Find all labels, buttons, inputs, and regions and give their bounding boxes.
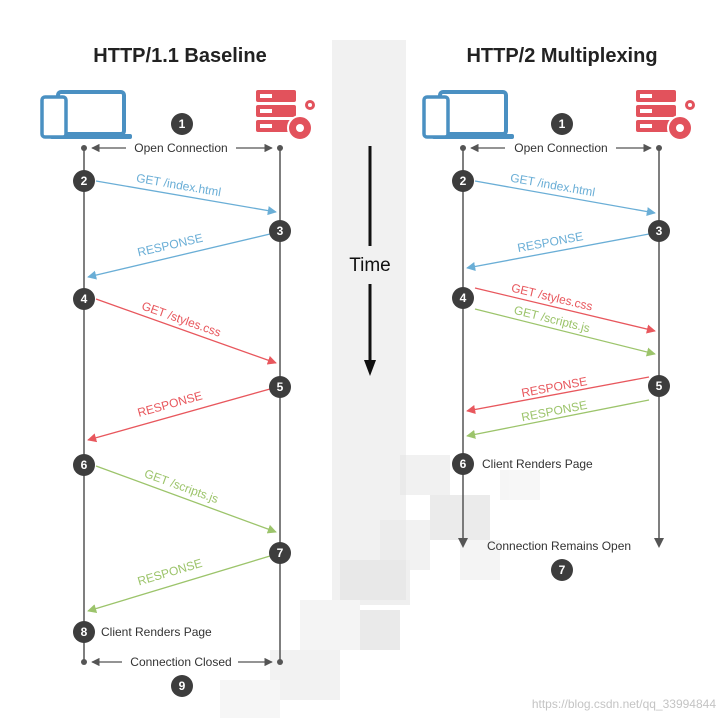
blur-patch (220, 455, 540, 718)
step-marker: 6 (452, 453, 474, 475)
response-arrow (466, 399, 650, 439)
response-arrow (87, 388, 271, 443)
step-marker: 3 (648, 220, 670, 242)
lifeline-dot (277, 145, 283, 151)
step-number: 7 (277, 546, 284, 560)
client-renders-label: Client Renders Page (101, 625, 212, 639)
request-arrow (95, 298, 277, 365)
lifeline-arrow-head (458, 538, 468, 548)
devices-icon (40, 90, 132, 139)
response-arrow (466, 376, 650, 414)
response-arrow (466, 233, 650, 271)
message-label: RESPONSE (136, 556, 204, 588)
request-arrow (474, 308, 656, 357)
open-connection-label: Open Connection (514, 141, 607, 155)
step-number: 2 (81, 174, 88, 188)
step-marker: 4 (73, 288, 95, 310)
lifeline-arrow-head (654, 538, 664, 548)
step-number: 4 (460, 291, 467, 305)
step-marker: 5 (648, 375, 670, 397)
step-number: 3 (656, 224, 663, 238)
client-renders-label: Client Renders Page (482, 457, 593, 471)
step-marker: 7 (269, 542, 291, 564)
step-number: 2 (460, 174, 467, 188)
step-marker: 5 (269, 376, 291, 398)
step-marker: 8 (73, 621, 95, 643)
step-marker: 4 (452, 287, 474, 309)
message-label: RESPONSE (520, 398, 588, 424)
request-arrow (474, 180, 656, 217)
lifeline-dot (277, 659, 283, 665)
left-title: HTTP/1.1 Baseline (93, 45, 266, 67)
step-number: 6 (460, 457, 467, 471)
lifeline-dot (656, 145, 662, 151)
step-number: 3 (277, 224, 284, 238)
response-arrow (87, 555, 271, 613)
step-marker: 1 (551, 113, 573, 135)
devices-icon (422, 90, 514, 139)
connection-open-label: Connection Remains Open (487, 539, 631, 553)
step-number: 9 (179, 679, 186, 693)
watermark-text: https://blog.csdn.net/qq_33994844 (532, 697, 716, 711)
step-number: 8 (81, 625, 88, 639)
step-marker: 6 (73, 454, 95, 476)
message-label: GET /scripts.js (142, 466, 220, 506)
step-number: 1 (179, 117, 186, 131)
step-marker: 2 (73, 170, 95, 192)
step-number: 7 (559, 563, 566, 577)
step-marker: 3 (269, 220, 291, 242)
message-label: RESPONSE (136, 231, 204, 260)
request-arrow (474, 287, 656, 334)
server-gear-icon (636, 90, 697, 141)
step-number: 4 (81, 292, 88, 306)
message-label: RESPONSE (136, 388, 204, 419)
lifeline-dot (81, 145, 87, 151)
connection-closed-label: Connection Closed (130, 655, 231, 669)
message-label: RESPONSE (516, 229, 584, 255)
request-arrow (95, 465, 277, 534)
right-title: HTTP/2 Multiplexing (466, 45, 657, 67)
step-number: 5 (277, 380, 284, 394)
message-label: RESPONSE (520, 374, 588, 400)
step-marker: 9 (171, 675, 193, 697)
open-connection-label: Open Connection (134, 141, 227, 155)
time-label: Time (349, 255, 391, 276)
lifeline-dot (460, 145, 466, 151)
step-number: 6 (81, 458, 88, 472)
step-marker: 7 (551, 559, 573, 581)
request-arrow (95, 180, 277, 216)
step-marker: 2 (452, 170, 474, 192)
step-number: 5 (656, 379, 663, 393)
response-arrow (87, 233, 271, 280)
time-arrow-head (364, 360, 376, 376)
lifeline-dot (81, 659, 87, 665)
step-number: 1 (559, 117, 566, 131)
server-gear-icon (256, 90, 317, 141)
step-marker: 1 (171, 113, 193, 135)
